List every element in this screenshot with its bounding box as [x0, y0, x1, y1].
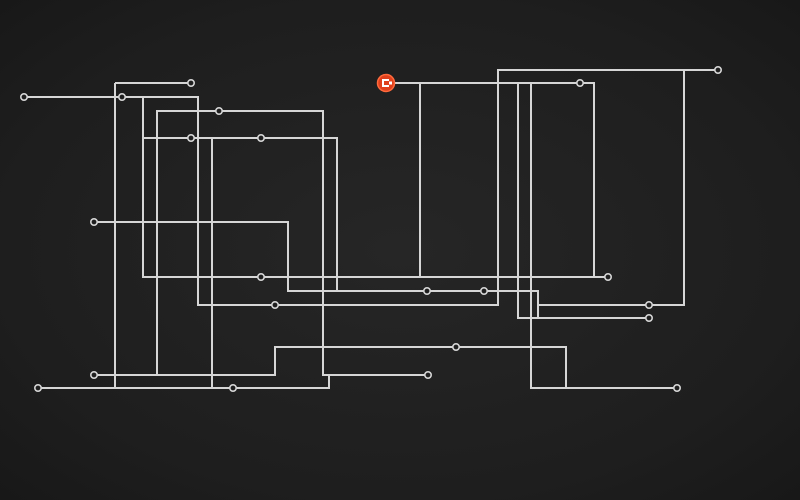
- socket-node-20[interactable]: [644, 300, 653, 309]
- wire-8: [94, 221, 484, 292]
- socket-node-11[interactable]: [479, 286, 488, 295]
- socket-node-14[interactable]: [451, 342, 460, 351]
- socket-node-2[interactable]: [118, 93, 127, 102]
- socket-node-3[interactable]: [187, 79, 196, 88]
- wire-13: [530, 83, 566, 389]
- wire-14: [538, 70, 685, 306]
- wire-5: [142, 97, 608, 278]
- wire-layer: [24, 69, 718, 389]
- socket-node-10[interactable]: [422, 286, 431, 295]
- socket-node-21[interactable]: [644, 313, 653, 322]
- wire-9: [94, 346, 677, 389]
- socket-node-7[interactable]: [90, 218, 99, 227]
- socket-node-15[interactable]: [33, 383, 42, 392]
- plug-icon[interactable]: [376, 73, 396, 93]
- socket-node-6[interactable]: [256, 134, 265, 143]
- socket-node-4[interactable]: [215, 107, 224, 116]
- socket-node-17[interactable]: [575, 79, 584, 88]
- wire-1: [24, 69, 718, 306]
- socket-node-9[interactable]: [270, 300, 279, 309]
- node-layer: [19, 66, 722, 392]
- socket-node-1[interactable]: [19, 93, 28, 102]
- socket-node-13[interactable]: [423, 370, 432, 379]
- socket-node-18[interactable]: [713, 66, 722, 75]
- plug-glyph-icon: [382, 79, 392, 87]
- player-plug[interactable]: [376, 73, 396, 93]
- socket-node-16[interactable]: [229, 383, 238, 392]
- socket-node-22[interactable]: [672, 383, 681, 392]
- wire-11: [387, 82, 595, 277]
- wire-6: [143, 83, 539, 319]
- socket-node-12[interactable]: [90, 370, 99, 379]
- socket-node-8[interactable]: [256, 272, 265, 281]
- socket-node-19[interactable]: [603, 272, 612, 281]
- socket-node-5[interactable]: [187, 134, 196, 143]
